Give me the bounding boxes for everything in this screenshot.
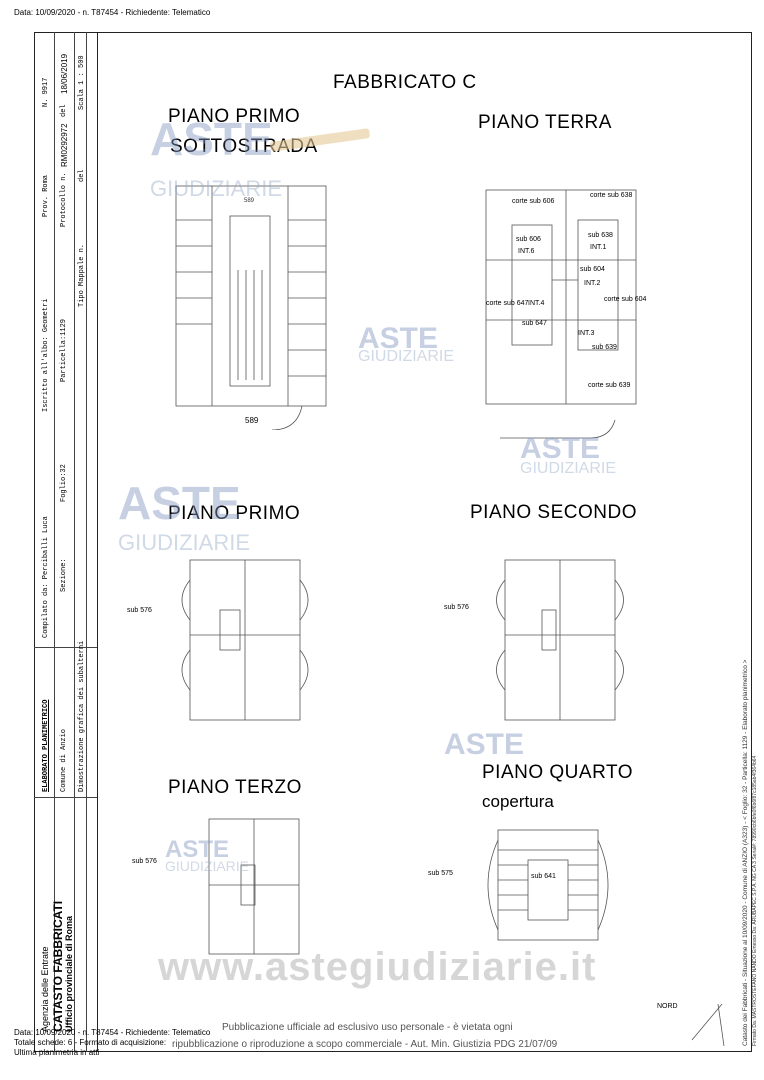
foglio-label: Foglio:32 — [60, 464, 68, 502]
label-589-top: 589 — [244, 198, 255, 204]
tipo-mappale-label: Tipo Mappale n. — [78, 243, 86, 307]
piano-primo-sottostrada-title-1: PIANO PRIMO — [168, 106, 301, 127]
terra-int4: INT.4 — [528, 300, 545, 307]
terra-sub639: sub 639 — [592, 344, 617, 351]
agency-name: Agenzia delle Entrate — [40, 946, 50, 1032]
terra-corte-sub606: corte sub 606 — [512, 198, 555, 205]
label-589-bottom: 589 — [245, 416, 259, 425]
terra-corte-sub638: corte sub 638 — [590, 192, 633, 199]
primo-sub576: sub 576 — [127, 607, 152, 614]
drawing-frame — [34, 32, 752, 1052]
sezione-label: Sezione: — [60, 558, 68, 592]
terzo-sub576: sub 576 — [132, 858, 157, 865]
watermark-giudiziarie-6: GIUDIZIARIE — [165, 858, 250, 874]
footer-line-1: Data: 10/09/2020 - n. T87454 - Richieden… — [14, 1028, 211, 1037]
terra-sub604: sub 604 — [580, 266, 605, 273]
terra-sub606: sub 606 — [516, 236, 541, 243]
nord-label: NORD — [657, 1003, 678, 1010]
publication-note-1: Pubblicazione ufficiale ad esclusivo uso… — [222, 1022, 513, 1033]
plan-primo — [181, 559, 309, 721]
quarto-sub641: sub 641 — [531, 873, 556, 880]
plan-primo-sottostrada: 589 — [175, 185, 327, 430]
terra-corte-sub647: corte sub 647 — [486, 300, 529, 307]
compilato-label: Compilato da: Perciballi Luca — [42, 516, 50, 638]
footer-info: Data: 10/09/2020 - n. T87454 - Richieden… — [14, 1028, 210, 1058]
secondo-sub575: sub 576 — [444, 604, 469, 611]
office-name: Ufficio provinciale di Roma — [64, 915, 74, 1032]
terra-int6: INT.6 — [518, 248, 535, 255]
watermark-aste-5: ASTE — [444, 728, 525, 761]
catasto-title: CATASTO FABBRICATI — [51, 900, 65, 1032]
watermark-giudiziarie-1: GIUDIZIARIE — [150, 176, 283, 201]
sidebar-cartouche: Agenzia delle Entrate CATASTO FABBRICATI… — [34, 32, 98, 1052]
comune-label: Comune di Anzio — [60, 728, 68, 792]
piano-quarto-title: PIANO QUARTO — [482, 762, 633, 783]
piano-terzo-title: PIANO TERZO — [168, 777, 302, 798]
terra-int3: INT.3 — [578, 330, 595, 337]
watermark-site-url: www.astegiudiziarie.it — [158, 945, 597, 989]
watermark-aste-4: ASTE — [118, 477, 241, 529]
piano-terra-title: PIANO TERRA — [478, 112, 612, 133]
watermark-aste-6: ASTE — [165, 836, 230, 863]
iscritto-label: Iscritto all'albo: Geometri — [42, 298, 50, 412]
del2-label: del — [78, 169, 86, 182]
footer-line-3: Ultima planimetria in atti — [14, 1048, 100, 1057]
dimostrazione-label: Dimostrazione grafica dei subalterni — [78, 640, 86, 792]
watermark-aste-3: ASTE — [520, 432, 601, 465]
del-label: del — [60, 104, 68, 117]
scala-label: Scala 1 : 500 — [78, 55, 86, 110]
piano-secondo-title: PIANO SECONDO — [470, 502, 637, 523]
watermark-giudiziarie-4: GIUDIZIARIE — [118, 530, 251, 555]
terra-sub638: sub 638 — [588, 232, 613, 239]
particella-label: Particella:1129 — [60, 318, 68, 382]
right-vertical-line-2: Firmato Da: MASTROSTEFANO NANDO Emesso D… — [752, 755, 758, 1046]
right-vertical-line-1: Catasto dei Fabbricati - Situazione al 1… — [742, 659, 749, 1046]
north-arrow-icon — [691, 1003, 725, 1047]
footer-line-2: Totale schede: 6 - Formato di acquisizio… — [14, 1038, 167, 1047]
header-info: Data: 10/09/2020 - n. T87454 - Richieden… — [14, 8, 211, 17]
protocollo-label: Protocollo n. — [60, 172, 68, 227]
watermark-giudiziarie-2: GIUDIZIARIE — [358, 348, 455, 365]
piano-primo-title: PIANO PRIMO — [168, 503, 301, 524]
watermark-aste-2: ASTE — [358, 322, 439, 355]
watermark-giudiziarie-3: GIUDIZIARIE — [520, 460, 617, 477]
prov-label: Prov. Roma — [42, 174, 50, 217]
quarto-sub575: sub 575 — [428, 870, 453, 877]
terra-access-line — [500, 419, 616, 439]
protocollo-value: RM0292972 — [60, 123, 69, 167]
terra-corte-sub604: corte sub 604 — [604, 296, 647, 303]
terra-corte-sub639: corte sub 639 — [588, 382, 631, 389]
n-label: N. 9917 — [42, 77, 50, 107]
terra-int2: INT.2 — [584, 280, 601, 287]
plan-quarto — [487, 829, 609, 941]
plan-terra — [485, 189, 637, 405]
fabbricato-title: FABBRICATO C — [333, 72, 477, 93]
copertura-title: copertura — [482, 792, 554, 811]
del-value: 18/06/2019 — [60, 53, 69, 94]
elaborato-label: ELABORATO PLANIMETRICO — [42, 699, 50, 792]
publication-note-2: ripubblicazione o riproduzione a scopo c… — [172, 1039, 558, 1050]
plan-terzo — [208, 818, 300, 955]
terra-int1: INT.1 — [590, 244, 607, 251]
plan-secondo — [496, 559, 624, 721]
terra-sub647: sub 647 — [522, 320, 547, 327]
watermark-aste-1: ASTE — [150, 113, 273, 165]
